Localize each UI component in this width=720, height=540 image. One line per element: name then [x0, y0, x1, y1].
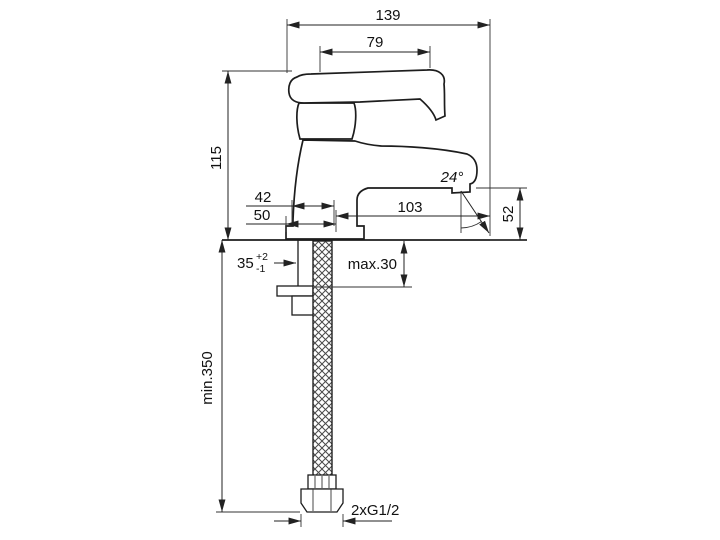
hose-length-dimension: min.350: [199, 240, 300, 513]
height-label: 115: [208, 146, 225, 170]
spout-angle-label: 24°: [440, 169, 464, 186]
flexible-supply-hose: [312, 240, 333, 477]
faucet-lever-handle: [287, 69, 446, 122]
faucet-outline: [285, 69, 478, 240]
spout-reach-dimension: 103: [336, 199, 490, 220]
connection-hex-nut: [300, 488, 344, 513]
outlet-height-dimension: 52: [476, 187, 527, 241]
under-deck-assembly: [276, 239, 344, 513]
spout-reach-label: 103: [397, 199, 422, 216]
hose-crimp-collar: [307, 474, 337, 490]
hose-length-label: min.350: [199, 351, 216, 404]
mounting-hole-label: 35: [237, 255, 254, 272]
connection-thread-label: 2xG1/2: [351, 502, 399, 519]
outlet-height-label: 52: [500, 206, 517, 223]
faucet-cartridge-dome: [296, 102, 357, 140]
mounting-nut: [291, 295, 316, 316]
base-width-label: 50: [254, 207, 271, 224]
deck-thickness-label: max.30: [348, 256, 397, 273]
spout-angle-indicator: 24°: [440, 169, 490, 234]
connection-thread-dimension: 2xG1/2: [274, 502, 399, 527]
water-stream-arrow: [460, 190, 490, 234]
deck-thickness-dimension: max.30: [316, 241, 412, 288]
overall-width-label: 139: [375, 7, 400, 24]
mounting-hole-tolerance-plus: +2: [256, 251, 268, 263]
handle-length-label: 79: [367, 34, 384, 51]
mounting-hole-tolerance-minus: -1: [256, 263, 265, 275]
mounting-hole-dimension: 35 +2 -1: [237, 251, 296, 275]
base-upper-width-dimension: 42: [246, 189, 335, 226]
angle-arc: [460, 221, 482, 229]
height-dimension: 115: [208, 70, 292, 240]
handle-length-dimension: 79: [319, 34, 431, 72]
overall-width-dimension: 139: [286, 7, 491, 236]
base-upper-width-label: 42: [255, 189, 272, 206]
mounting-washer: [276, 285, 314, 297]
base-width-dimension: 50: [246, 207, 337, 232]
